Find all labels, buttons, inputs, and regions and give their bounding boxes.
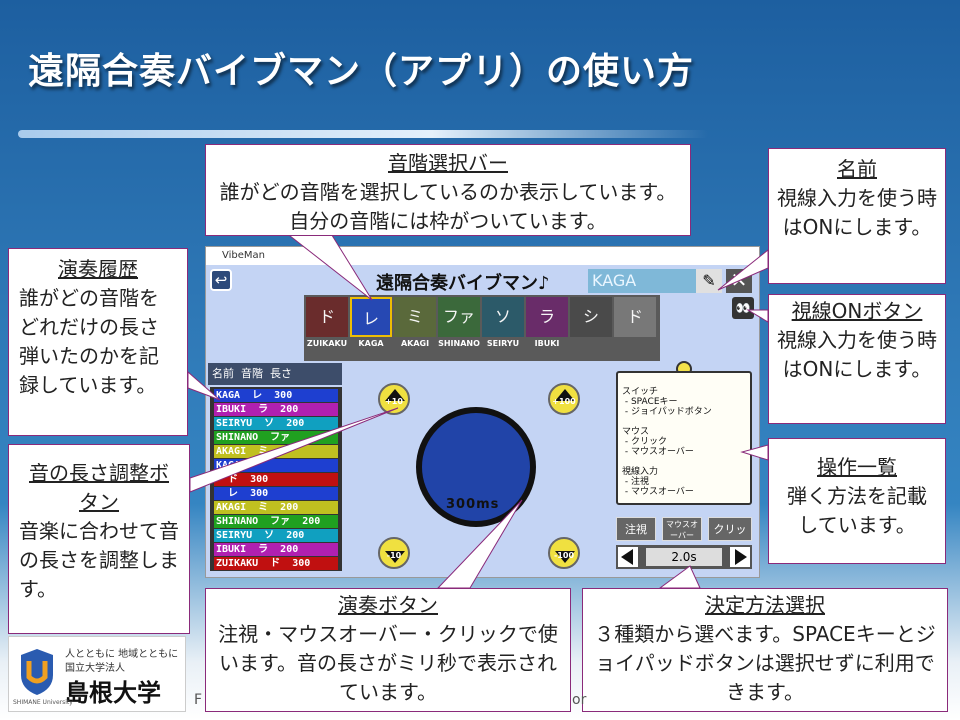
callout-body: 誰がどの音階を選択しているのか表示しています。自分の音階には枠がついています。 bbox=[219, 180, 677, 233]
logo-sub: SHIMANE University bbox=[13, 699, 73, 706]
footer-right: or bbox=[572, 692, 587, 708]
footer-left: F bbox=[194, 692, 203, 708]
operations-list: スイッチ - SPACEキー - ジョイパッドボタン マウス - クリック - … bbox=[616, 371, 752, 505]
method-gaze-button[interactable]: 注視 bbox=[616, 517, 656, 541]
plus-100-button[interactable]: +100 bbox=[548, 383, 580, 415]
callout-heading: 名前 bbox=[837, 157, 877, 181]
history-row: KAGA レ 300 bbox=[214, 389, 338, 402]
callout-body: 視線入力を使う時はONにします。 bbox=[777, 186, 937, 239]
callout-body: 誰がどの音階をどれだけの長さ弾いたのかを記録しています。 bbox=[19, 286, 159, 397]
app-title: 遠隔合奏バイブマン♪ bbox=[376, 273, 550, 294]
callout-body: 弾く方法を記載しています。 bbox=[787, 484, 927, 537]
scale-note-1[interactable]: レ bbox=[350, 297, 392, 337]
decision-time-selector: 2.0s bbox=[616, 545, 752, 569]
window-title: VibeMan bbox=[222, 250, 265, 261]
history-header: 名前 音階 長さ bbox=[208, 363, 342, 385]
triangle-down-icon bbox=[385, 551, 405, 563]
callout-heading: 演奏履歴 bbox=[58, 257, 138, 281]
callout-body: ３種類から選べます。SPACEキーとジョイパッドボタンは選択せずに利用できます。 bbox=[594, 622, 936, 704]
name-field[interactable]: KAGA bbox=[588, 269, 696, 293]
app-window: VibeMan ↩ 遠隔合奏バイブマン♪ KAGA ✎ ✕ ドZUIKAKUレK… bbox=[205, 246, 760, 578]
history-row: SEIRYU ソ 200 bbox=[214, 417, 338, 430]
slide-title: 遠隔合奏バイブマン（アプリ）の使い方 bbox=[28, 51, 695, 92]
back-icon[interactable]: ↩ bbox=[210, 269, 232, 291]
callout-body: 注視・マウスオーバー・クリックで使います。音の長さがミリ秒で表示されています。 bbox=[218, 622, 558, 704]
title-underline bbox=[18, 130, 708, 138]
callout-body: 視線入力を使う時はONにします。 bbox=[777, 328, 937, 381]
scale-user-name: SHINANO bbox=[438, 339, 480, 348]
callout-heading: 操作一覧 bbox=[817, 455, 897, 479]
logo-corp: 国立大学法人 bbox=[65, 663, 125, 674]
callout-method-select: 決定方法選択 ３種類から選べます。SPACEキーとジョイパッドボタンは選択せずに… bbox=[582, 588, 948, 712]
history-row: ド 300 bbox=[214, 473, 338, 486]
callout-play-button: 演奏ボタン 注視・マウスオーバー・クリックで使います。音の長さがミリ秒で表示され… bbox=[205, 588, 571, 712]
play-length-label: 300ms bbox=[446, 497, 500, 512]
scale-user-name: SEIRYU bbox=[486, 339, 520, 348]
callout-operations: 操作一覧 弾く方法を記載しています。 bbox=[768, 438, 946, 564]
history-row: レ 300 bbox=[214, 487, 338, 500]
scale-note-0[interactable]: ド bbox=[306, 297, 348, 337]
triangle-up-icon bbox=[555, 389, 575, 401]
callout-scale-bar: 音階選択バー 誰がどの音階を選択しているのか表示しています。自分の音階には枠がつ… bbox=[205, 144, 691, 236]
scale-note-3[interactable]: ファ bbox=[438, 297, 480, 337]
minus-10-button[interactable]: -10 bbox=[378, 537, 410, 569]
history-row: ZUIKAKU ド 300 bbox=[214, 557, 338, 570]
callout-history: 演奏履歴 誰がどの音階をどれだけの長さ弾いたのかを記録しています。 bbox=[8, 248, 188, 436]
triangle-down-icon bbox=[555, 551, 575, 563]
scale-note-5[interactable]: ラ bbox=[526, 297, 568, 337]
history-row: SEIRYU ソ 200 bbox=[214, 529, 338, 542]
history-row: IBUKI ラ 200 bbox=[214, 543, 338, 556]
callout-heading: 音の長さ調整ボタン bbox=[29, 461, 169, 514]
arrow-right-icon[interactable] bbox=[730, 547, 750, 567]
callout-gaze-button: 視線ONボタン 視線入力を使う時はONにします。 bbox=[768, 294, 946, 424]
scale-user-name: ZUIKAKU bbox=[306, 339, 348, 348]
callout-heading: 音階選択バー bbox=[388, 151, 508, 175]
callout-heading: 演奏ボタン bbox=[338, 593, 438, 617]
pencil-icon[interactable]: ✎ bbox=[696, 269, 722, 293]
logo-tagline: 人とともに 地域とともに bbox=[65, 649, 179, 660]
history-row: SHINANO ファ 200 bbox=[214, 515, 338, 528]
logo-name: 島根大学 bbox=[65, 678, 161, 707]
arrow-left-icon[interactable] bbox=[618, 547, 638, 567]
decision-time-value: 2.0s bbox=[646, 548, 722, 566]
history-row: AKAGI ミ 200 bbox=[214, 501, 338, 514]
shimane-emblem-icon bbox=[21, 649, 53, 695]
callout-name: 名前 視線入力を使う時はONにします。 bbox=[768, 148, 946, 284]
scale-user-name: KAGA bbox=[358, 339, 384, 348]
scale-note-2[interactable]: ミ bbox=[394, 297, 436, 337]
minus-100-button[interactable]: -100 bbox=[548, 537, 580, 569]
callout-heading: 視線ONボタン bbox=[791, 299, 923, 323]
gaze-on-button[interactable]: 👀 bbox=[732, 297, 754, 319]
callout-length-adjust: 音の長さ調整ボタン 音楽に合わせて音の長さを調整します。 bbox=[8, 444, 190, 634]
university-logo: 人とともに 地域とともに 国立大学法人 島根大学 SHIMANE Univers… bbox=[8, 636, 186, 712]
scale-user-name: IBUKI bbox=[534, 339, 560, 348]
scale-note-6[interactable]: シ bbox=[570, 297, 612, 337]
triangle-up-icon bbox=[385, 389, 405, 401]
method-mouseover-button[interactable]: マウスオーバー bbox=[662, 517, 702, 541]
scale-note-4[interactable]: ソ bbox=[482, 297, 524, 337]
callout-heading: 決定方法選択 bbox=[705, 593, 825, 617]
scale-note-7[interactable]: ド bbox=[614, 297, 656, 337]
callout-body: 音楽に合わせて音の長さを調整します。 bbox=[19, 519, 179, 601]
scale-user-name: AKAGI bbox=[400, 339, 430, 348]
history-row: IBUKI ラ 200 bbox=[214, 403, 338, 416]
